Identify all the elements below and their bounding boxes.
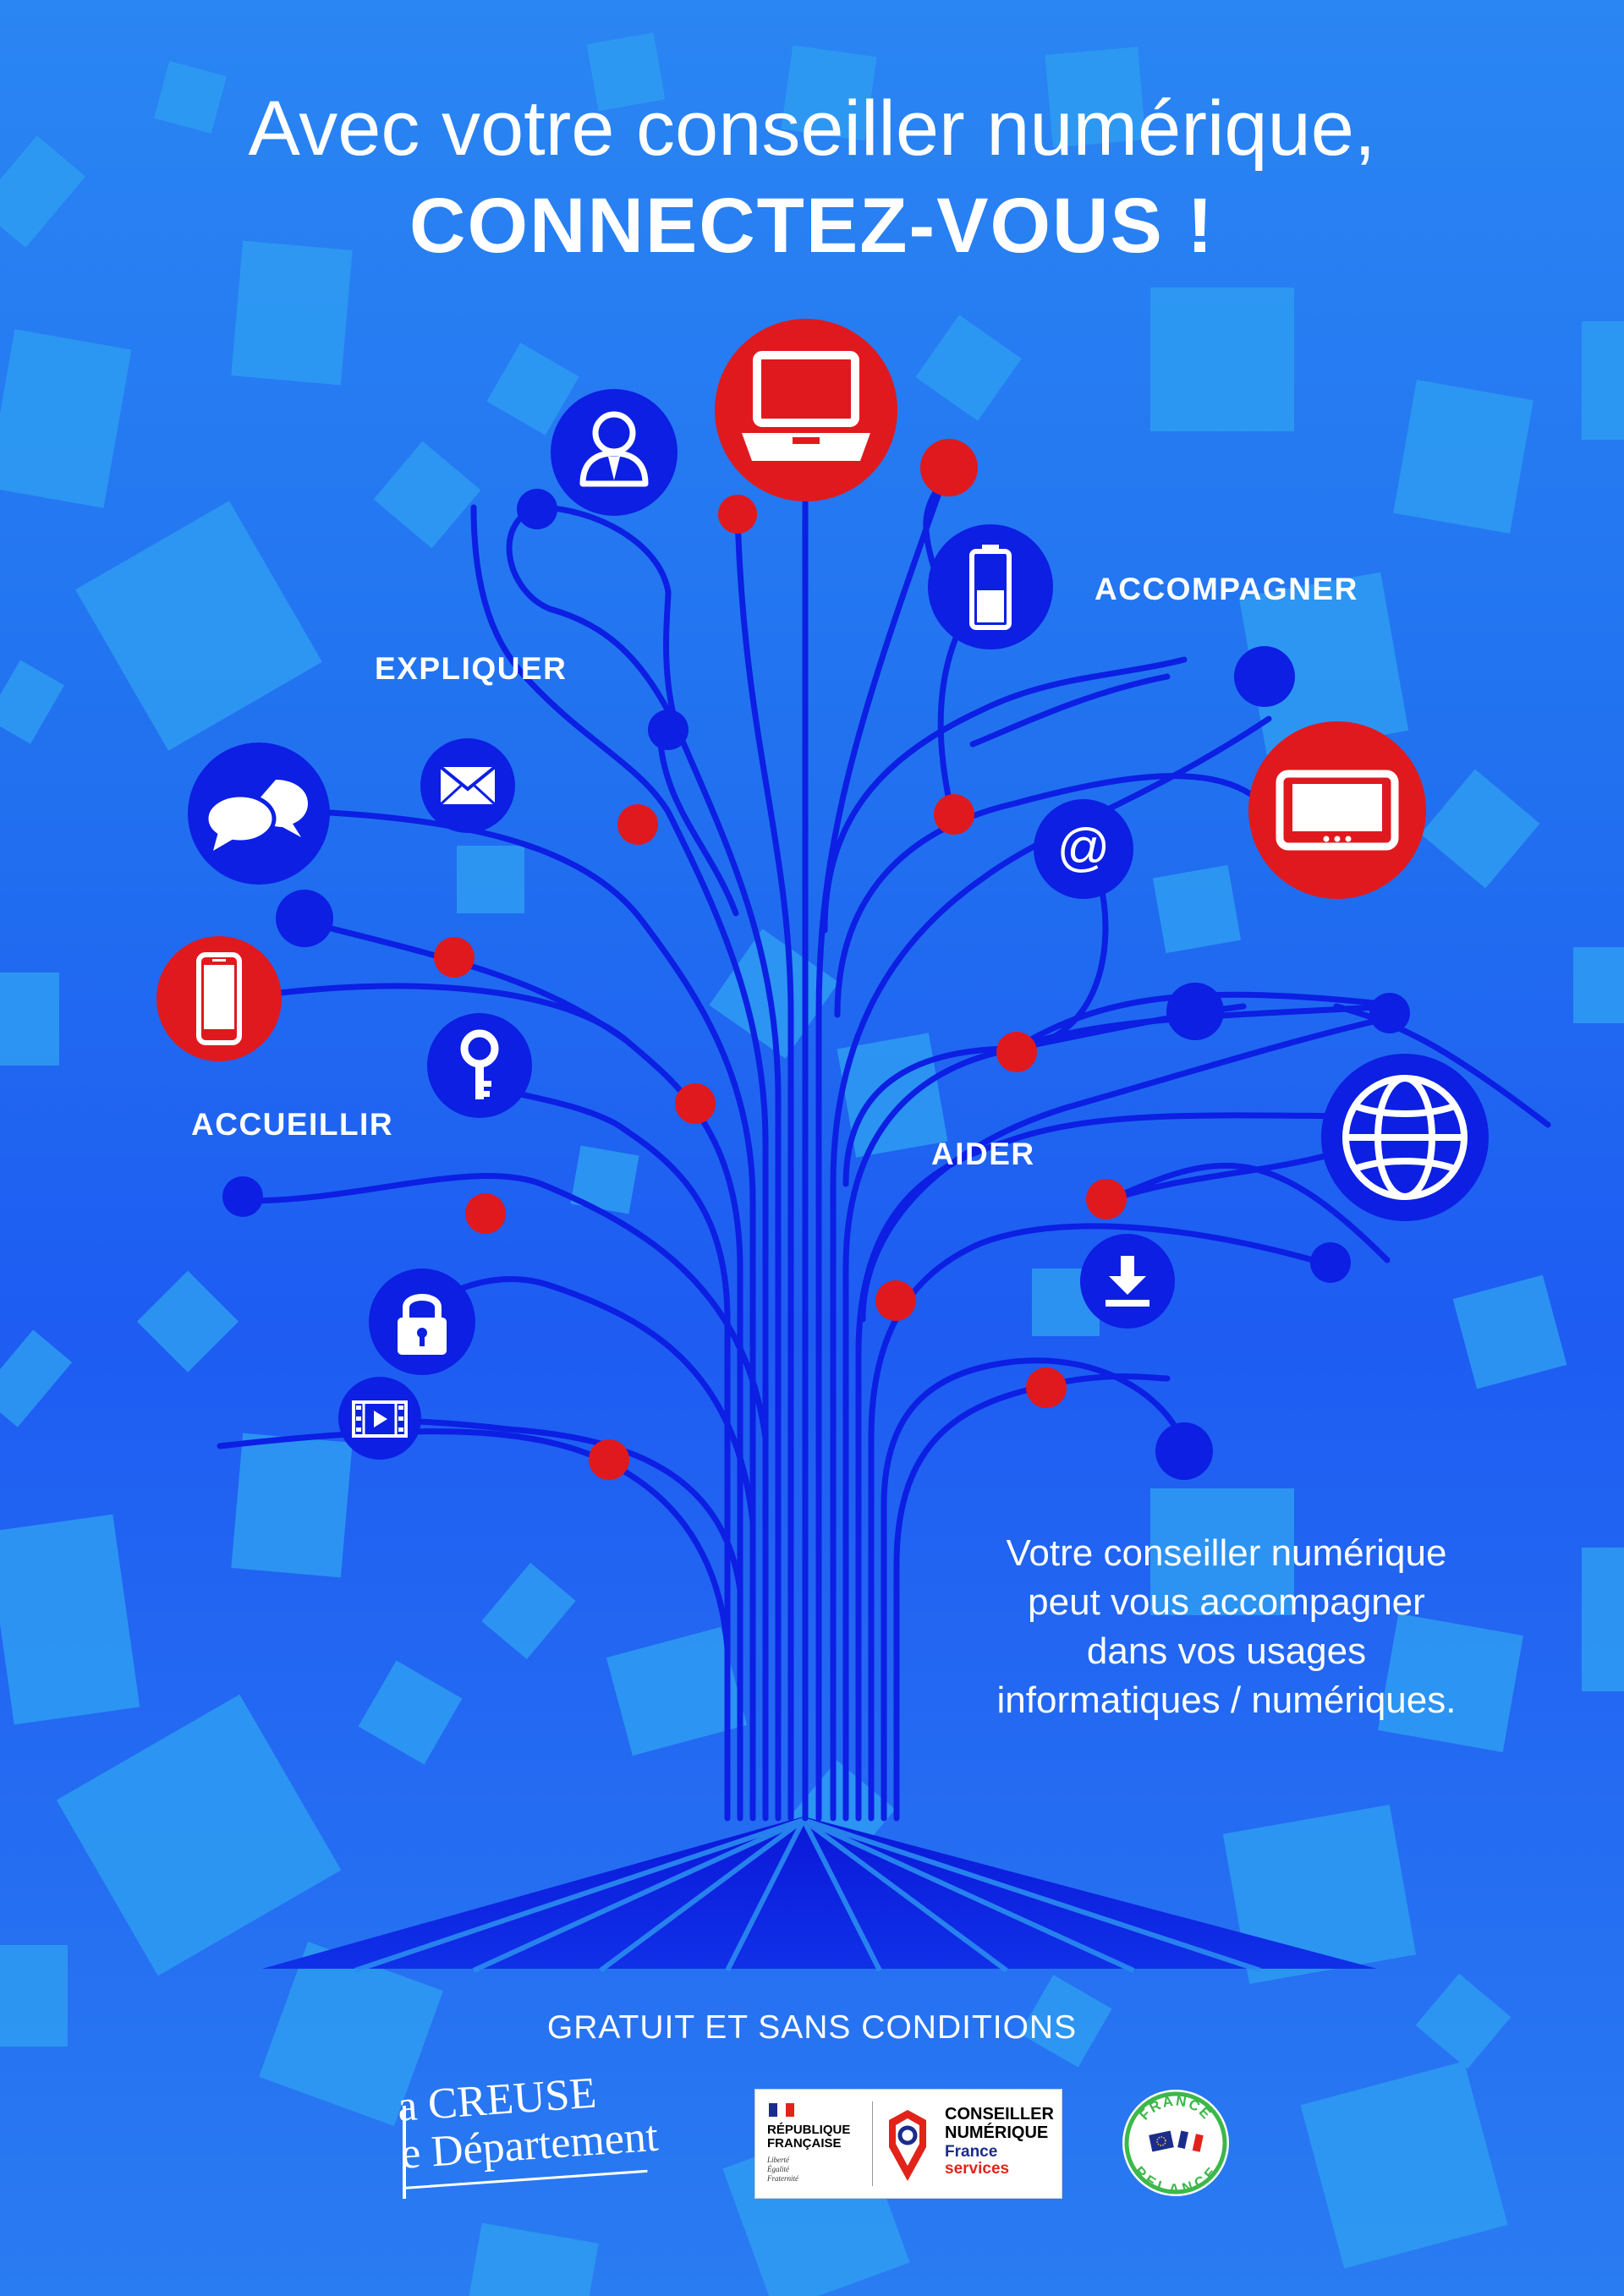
svg-text:@: @ bbox=[1057, 819, 1111, 877]
verb-accompagner: ACCOMPAGNER bbox=[1095, 572, 1358, 606]
conseiller-numerique-logo: RÉPUBLIQUE FRANÇAISE Liberté Égalité Fra… bbox=[754, 2089, 1062, 2199]
at-sign-icon: @ bbox=[1034, 799, 1133, 899]
verb-expliquer: EXPLIQUER bbox=[375, 651, 568, 686]
verb-accueillir: ACCUEILLIR bbox=[191, 1107, 394, 1142]
republique-francaise-label: RÉPUBLIQUE FRANÇAISE bbox=[767, 2123, 851, 2151]
services-label: services bbox=[945, 2160, 1010, 2178]
body-line: informatiques / numériques. bbox=[996, 1680, 1457, 1721]
smartphone-icon bbox=[156, 936, 282, 1061]
body-line: dans vos usages bbox=[1086, 1630, 1367, 1672]
chat-bubbles-icon bbox=[188, 743, 330, 885]
france-label: France bbox=[945, 2143, 998, 2161]
location-pin-icon bbox=[889, 2110, 926, 2181]
headline-line-2: CONNECTEZ-VOUS ! bbox=[409, 183, 1215, 269]
tree-roots bbox=[262, 1817, 1377, 1973]
flags-icon bbox=[1149, 2130, 1204, 2152]
body-line: peut vous accompagner bbox=[1028, 1581, 1425, 1623]
conseiller-numerique-label: CONSEILLER NUMÉRIQUE bbox=[945, 2105, 1054, 2142]
french-flag-icon bbox=[769, 2103, 794, 2117]
film-icon bbox=[338, 1377, 421, 1460]
padlock-icon bbox=[369, 1269, 475, 1375]
user-icon bbox=[551, 389, 678, 516]
body-line: Votre conseiller numérique bbox=[1006, 1532, 1447, 1574]
laptop-icon bbox=[715, 319, 897, 501]
body-text: Votre conseiller numérique peut vous acc… bbox=[947, 1529, 1506, 1725]
tablet-icon bbox=[1248, 721, 1426, 899]
verb-aider: AIDER bbox=[931, 1137, 1035, 1171]
red-nodes bbox=[434, 439, 1127, 1480]
battery-icon bbox=[928, 524, 1053, 649]
globe-icon bbox=[1321, 1054, 1489, 1221]
france-relance-logo: FRANCE RELANCE bbox=[1122, 2090, 1229, 2197]
key-icon bbox=[427, 1013, 532, 1118]
envelope-icon bbox=[420, 738, 515, 833]
blue-nodes bbox=[222, 489, 1410, 1480]
headline-line-1: Avec votre conseiller numérique, bbox=[248, 85, 1376, 172]
footer-text: GRATUIT ET SANS CONDITIONS bbox=[546, 2009, 1078, 2046]
download-icon bbox=[1080, 1234, 1175, 1329]
creuse-departement-logo: a CREUSE e Département bbox=[391, 2069, 712, 2205]
republique-motto: Liberté Égalité Fraternité bbox=[767, 2156, 798, 2183]
